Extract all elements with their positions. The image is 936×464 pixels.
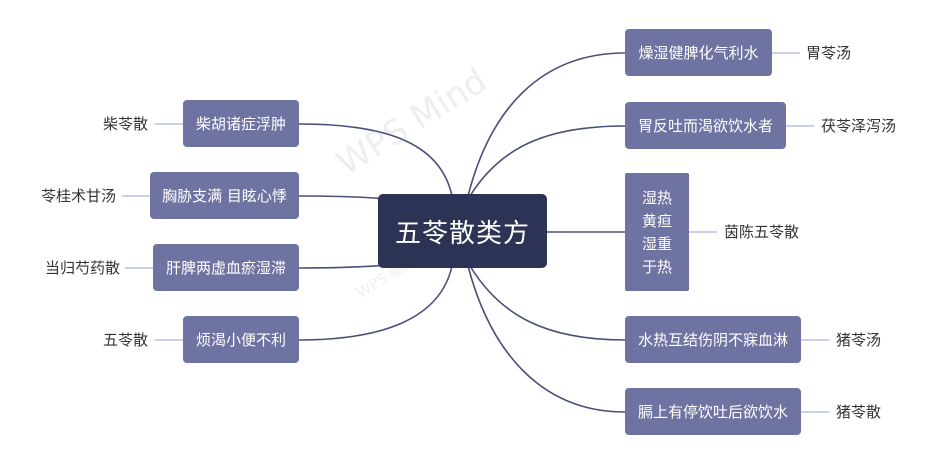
leaf-node-right-2[interactable]: 茯苓泽泻汤 (821, 117, 897, 135)
branch-node-right-5[interactable]: 膈上有停饮吐后欲饮水 (625, 388, 801, 435)
leaf-node-left-2[interactable]: 苓桂术甘汤 (40, 187, 116, 205)
leaf-node-right-1[interactable]: 胃苓汤 (806, 44, 852, 62)
branch-node-left-3[interactable]: 肝脾两虚血瘀湿滞 (153, 244, 299, 291)
leaf-node-left-4[interactable]: 五苓散 (102, 331, 148, 349)
branch-node-left-4[interactable]: 烦渴小便不利 (183, 316, 299, 363)
branch-line-1: 湿热 (641, 188, 672, 207)
link-root-left-1 (298, 123, 453, 197)
link-root-right-1 (467, 52, 626, 197)
leaf-node-right-4[interactable]: 猪苓汤 (836, 331, 882, 349)
link-root-right-5 (467, 265, 626, 413)
branch-node-right-1[interactable]: 燥湿健脾化气利水 (625, 29, 772, 76)
leaf-node-left-3[interactable]: 当归芍药散 (44, 259, 120, 277)
branch-node-right-2[interactable]: 胃反吐而渴欲饮水者 (625, 102, 786, 149)
branch-line-2: 黄疸 (641, 211, 672, 230)
link-root-right-2 (469, 125, 626, 197)
leaf-node-left-1[interactable]: 柴苓散 (102, 115, 148, 133)
branch-node-left-2[interactable]: 胸胁支满 目眩心悸 (150, 172, 299, 219)
branch-line-3: 湿重 (641, 234, 672, 253)
branch-line-4: 于热 (641, 257, 672, 276)
branch-node-left-1[interactable]: 柴胡诸症浮肿 (183, 100, 299, 147)
leaf-node-right-3[interactable]: 茵陈五苓散 (724, 223, 800, 241)
branch-node-right-3[interactable]: 湿热 黄疸 湿重 于热 (625, 173, 689, 291)
link-root-left-4 (298, 265, 453, 341)
link-root-right-4 (469, 265, 626, 341)
leaf-node-right-5[interactable]: 猪苓散 (836, 403, 882, 421)
branch-node-right-4[interactable]: 水热互结伤阴不寐血淋 (625, 316, 801, 363)
root-node[interactable]: 五苓散类方 (378, 194, 547, 268)
